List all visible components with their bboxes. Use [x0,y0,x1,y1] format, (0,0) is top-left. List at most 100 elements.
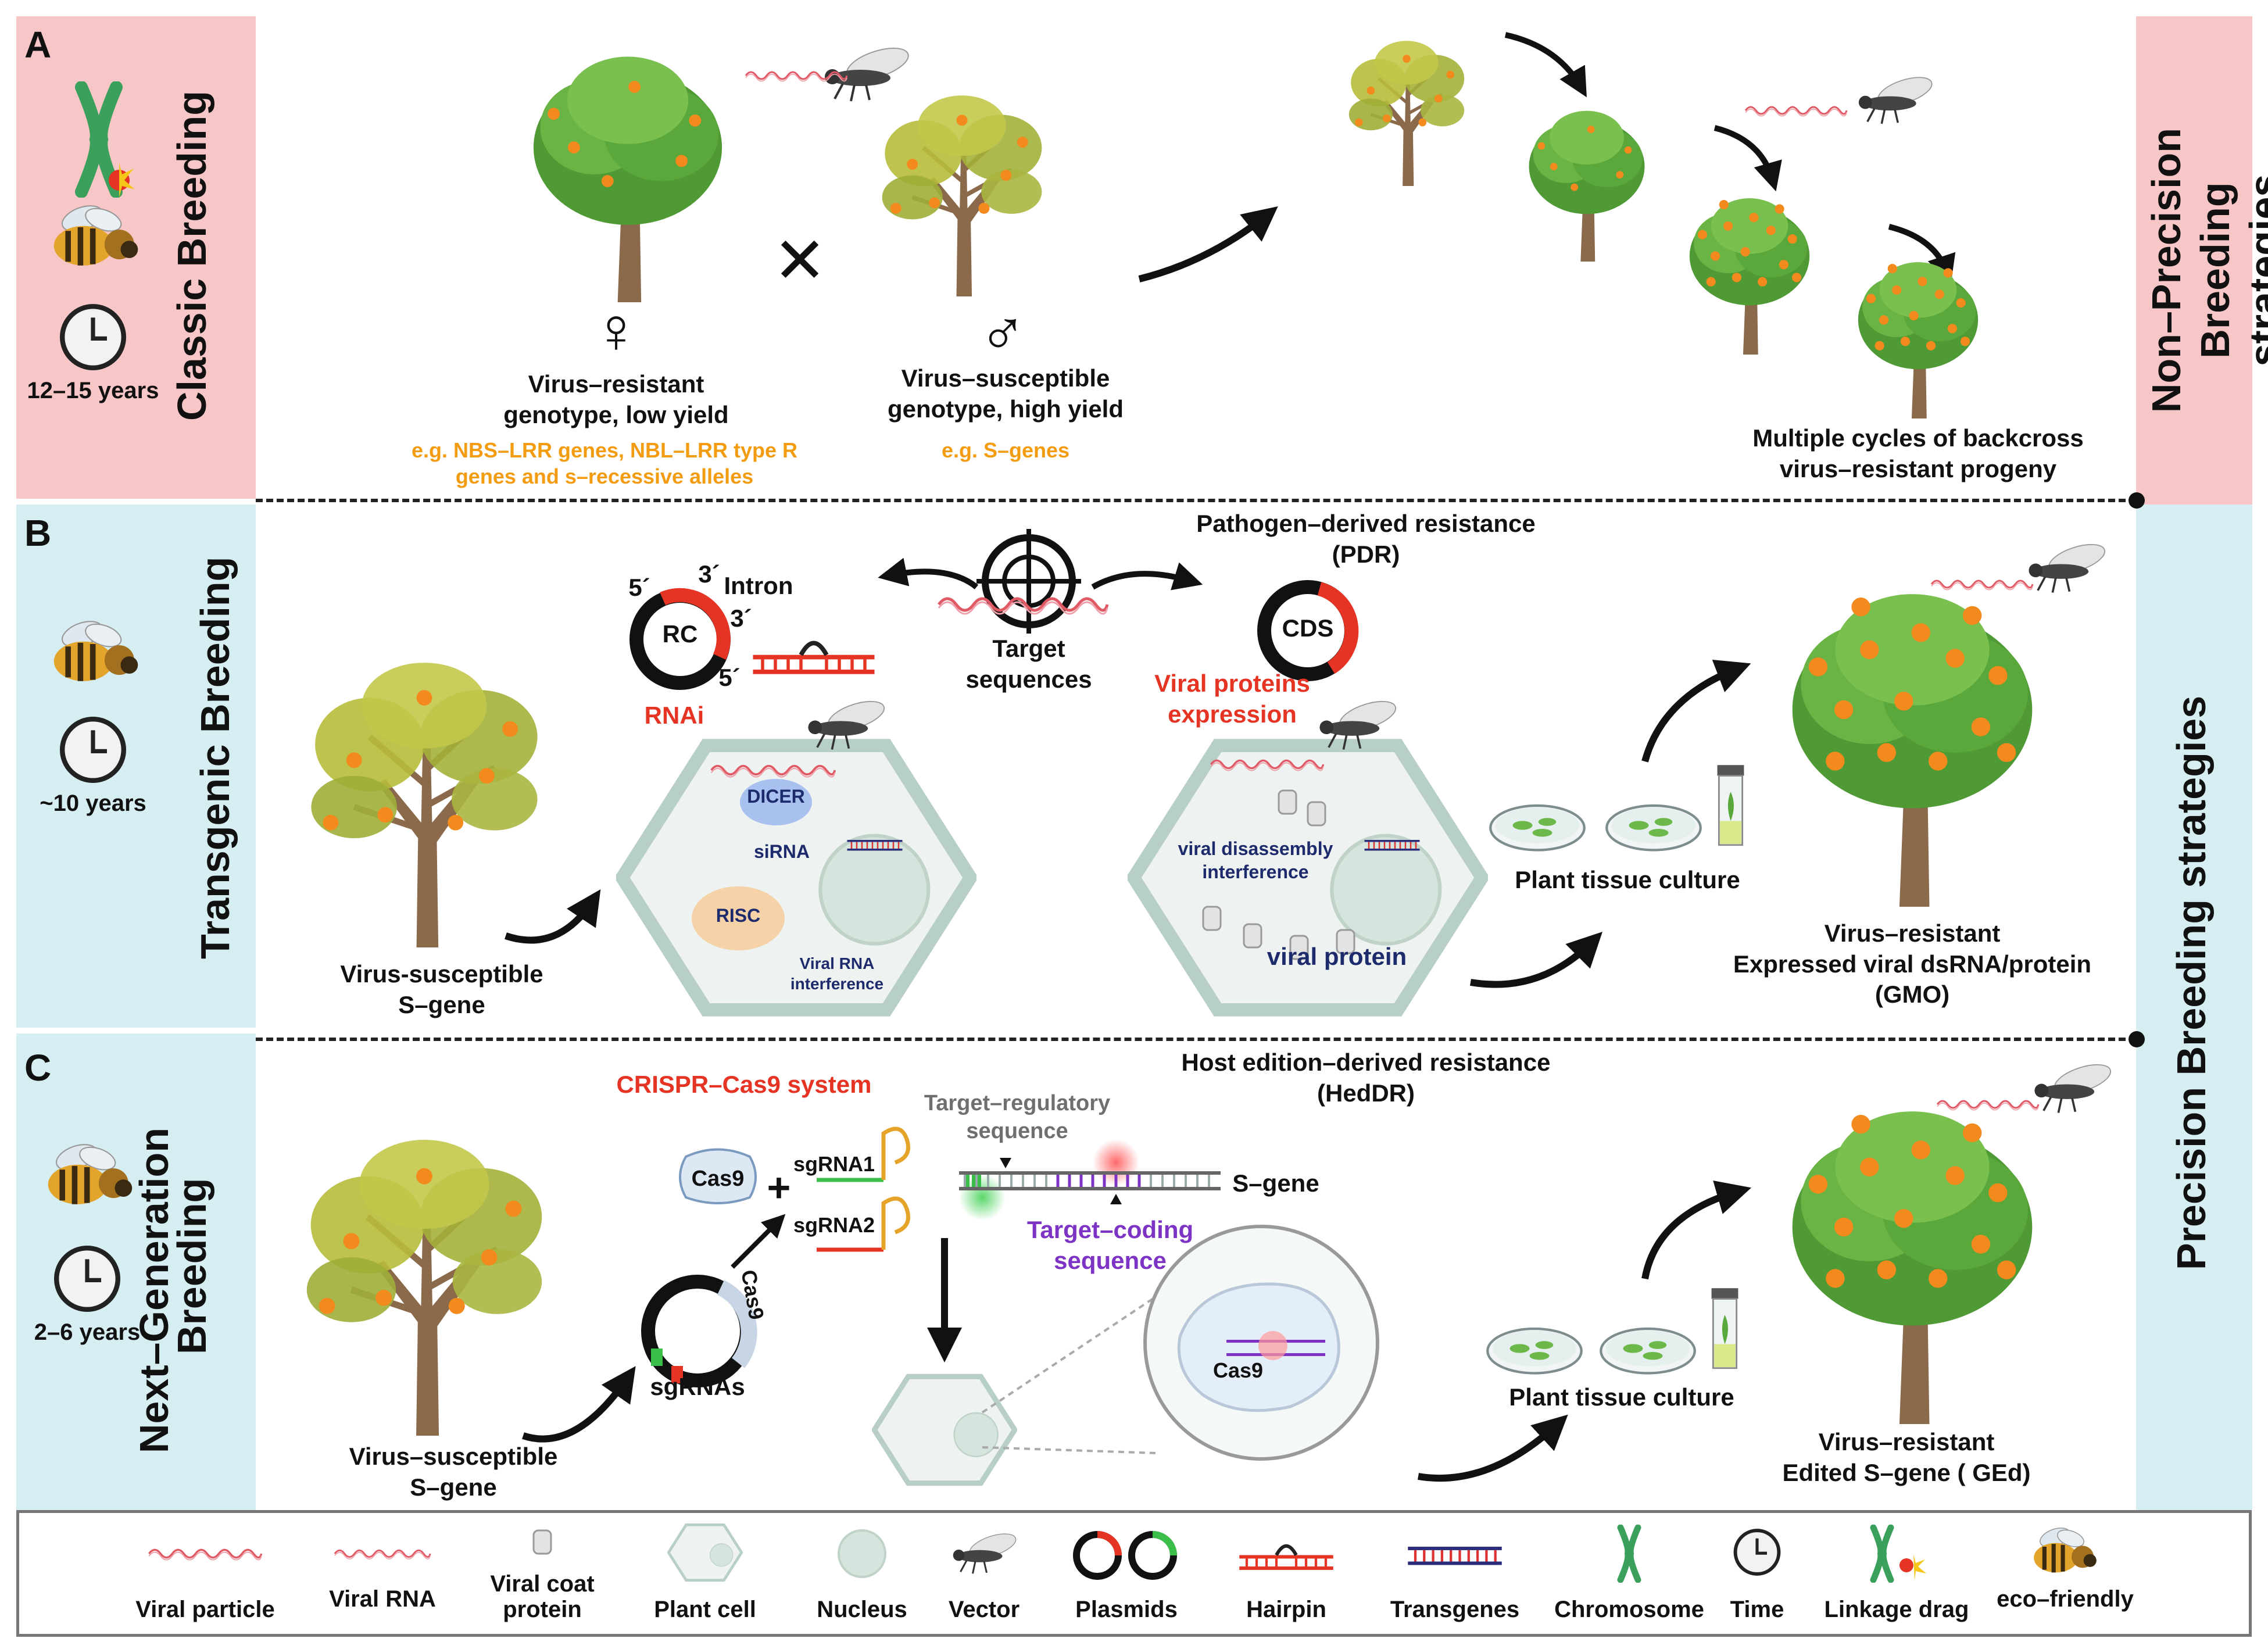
viral-particle-c [1936,1100,2040,1111]
legend-plasmids: Plasmids [1054,1513,1199,1635]
legend-label: Chromosome [1554,1597,1704,1622]
rc-plasmid [629,588,731,690]
transgenes-icon [1405,1539,1504,1574]
legend-hairpin: Hairpin [1217,1513,1356,1635]
eco-friendly-icon [2027,1525,2103,1580]
zoom-nucleus [1143,1225,1379,1461]
five-prime-b: 5´ [718,664,741,691]
risc-shape [692,886,785,950]
male-symbol: ♂ [978,298,1027,369]
panel-c-years: 2–6 years [34,1319,141,1345]
cds-plasmid [1257,580,1359,681]
legend-label: Viral RNA [329,1586,436,1612]
sirna-label: siRNA [753,841,810,862]
zoom-lines [981,1295,1158,1454]
panel-a-side [16,16,256,499]
progeny-label: Multiple cycles of backcross virus–resis… [1752,424,2084,482]
rnai-label: RNAi [644,702,704,729]
target-crosshair [976,529,1081,634]
five-prime-a: 5´ [628,574,650,601]
pdr-label: Pathogen–derived resistance (PDR) [1196,510,1536,568]
separator-bc [256,1038,2136,1041]
backcross-arrows [1138,32,1956,284]
vector-icon [952,1528,1019,1575]
dicer-shape [740,779,812,825]
plant-cell-icon [667,1523,743,1582]
legend-nucleus: Nucleus [798,1513,926,1635]
rc-label: RC [662,620,698,648]
legend-label: Plant cell [654,1597,756,1622]
legend-viral-rna: Viral RNA [310,1513,455,1635]
legend-chromosome: Chromosome [1548,1513,1711,1635]
sgrna1-shape [817,1126,910,1182]
non-precision-side [2136,16,2252,510]
legend-eco-friendly: eco–friendly [1984,1513,2147,1635]
viral-protein-label: viral protein [1267,943,1407,970]
viral-rna-interference-label: Viral RNA interference [790,954,884,993]
legend-label: Hairpin [1246,1597,1326,1622]
plasmids-icon [1073,1531,1177,1580]
panel-b-arrows [505,659,1751,988]
precision-side [2136,505,2252,1510]
nucleus-cas9-label: Cas9 [1212,1358,1264,1382]
panel-c-arrows [522,1181,1752,1482]
legend-label: Transgenes [1390,1597,1520,1622]
panel-a-years: 12–15 years [27,378,159,403]
crispr-label: CRISPR–Cas9 system [616,1071,872,1098]
chromosome-icon [1612,1525,1647,1583]
cas9-label: Cas9 [691,1167,745,1191]
viral-disassembly-label: viral disassembly interference [1178,838,1333,882]
viral-rna-icon [334,1549,431,1560]
sgrna1-label: sgRNA1 [793,1152,875,1176]
intron-label: Intron [724,572,793,599]
ged-tree [1792,1111,2033,1424]
parent2-label: Virus–susceptible genotype, high yield [887,364,1124,423]
tissue-culture-b-label: Plant tissue culture [1515,866,1740,893]
three-prime-b: 3´ [730,604,752,632]
linkage-drag-legend-icon [1865,1525,1926,1583]
legend-label: Linkage drag [1824,1597,1969,1622]
sgrnas-label: sgRNAs [650,1373,745,1400]
vector-fly-c [2033,1058,2115,1114]
sgrna2-shape [817,1196,910,1252]
legend-label: eco–friendly [1997,1586,2134,1612]
dicer-label: DICER [747,786,805,807]
target-coding-label: Target–coding sequence [1026,1216,1194,1274]
target-label: Target sequences [965,635,1092,693]
cas9-protein [679,1148,757,1204]
parent2-note: e.g. S–genes [941,438,1070,462]
legend-viral-particle: Viral particle [118,1513,292,1635]
female-symbol: ♀ [592,295,641,366]
panel-b-years: ~10 years [40,790,146,816]
parent1-label: Virus–resistant genotype, low yield [503,370,729,428]
legend-label: Time [1730,1597,1784,1622]
legend-label: Nucleus [817,1597,907,1622]
ged-result-label: Virus–resistant Edited S–gene ( GEd) [1782,1428,2031,1486]
separator-ab-dot [2129,492,2145,509]
cas9-sgrna-plasmid [641,1275,757,1387]
legend-label: Viral particle [135,1597,275,1622]
sgene-label: S–gene [1232,1169,1319,1197]
legend-vector: Vector [926,1513,1042,1635]
legend-label: Plasmids [1075,1597,1178,1622]
legend-time: Time [1711,1513,1804,1635]
coat-proteins [1202,789,1355,960]
cross-symbol: ✕ [773,225,827,296]
legend: Viral particle Viral RNA Viral coat prot… [16,1510,2252,1637]
linkage-drag-icon [64,81,135,198]
panel-b-plant-label: Virus-susceptible S–gene [340,960,543,1018]
target-arrows [878,557,1203,591]
time-icon [1733,1528,1782,1577]
parent1-note: e.g. NBS–LRR genes, NBL–LRR type R genes… [411,438,798,488]
target-regulatory-label: Target–regulatory sequence [924,1091,1111,1143]
sgrna2-label: sgRNA2 [793,1213,875,1237]
legend-viral-coat-protein: Viral coat protein [467,1513,618,1635]
hedr-label: Host edition–derived resistance (HedDR) [1181,1049,1551,1107]
tissue-culture-c-label: Plant tissue culture [1509,1383,1734,1411]
panel-b-side [16,505,256,1028]
legend-plant-cell: Plant cell [629,1513,781,1635]
legend-transgenes: Transgenes [1379,1513,1530,1635]
legend-label: Vector [948,1597,1020,1622]
plus-sign: + [767,1165,791,1210]
separator-bc-dot [2129,1031,2145,1047]
